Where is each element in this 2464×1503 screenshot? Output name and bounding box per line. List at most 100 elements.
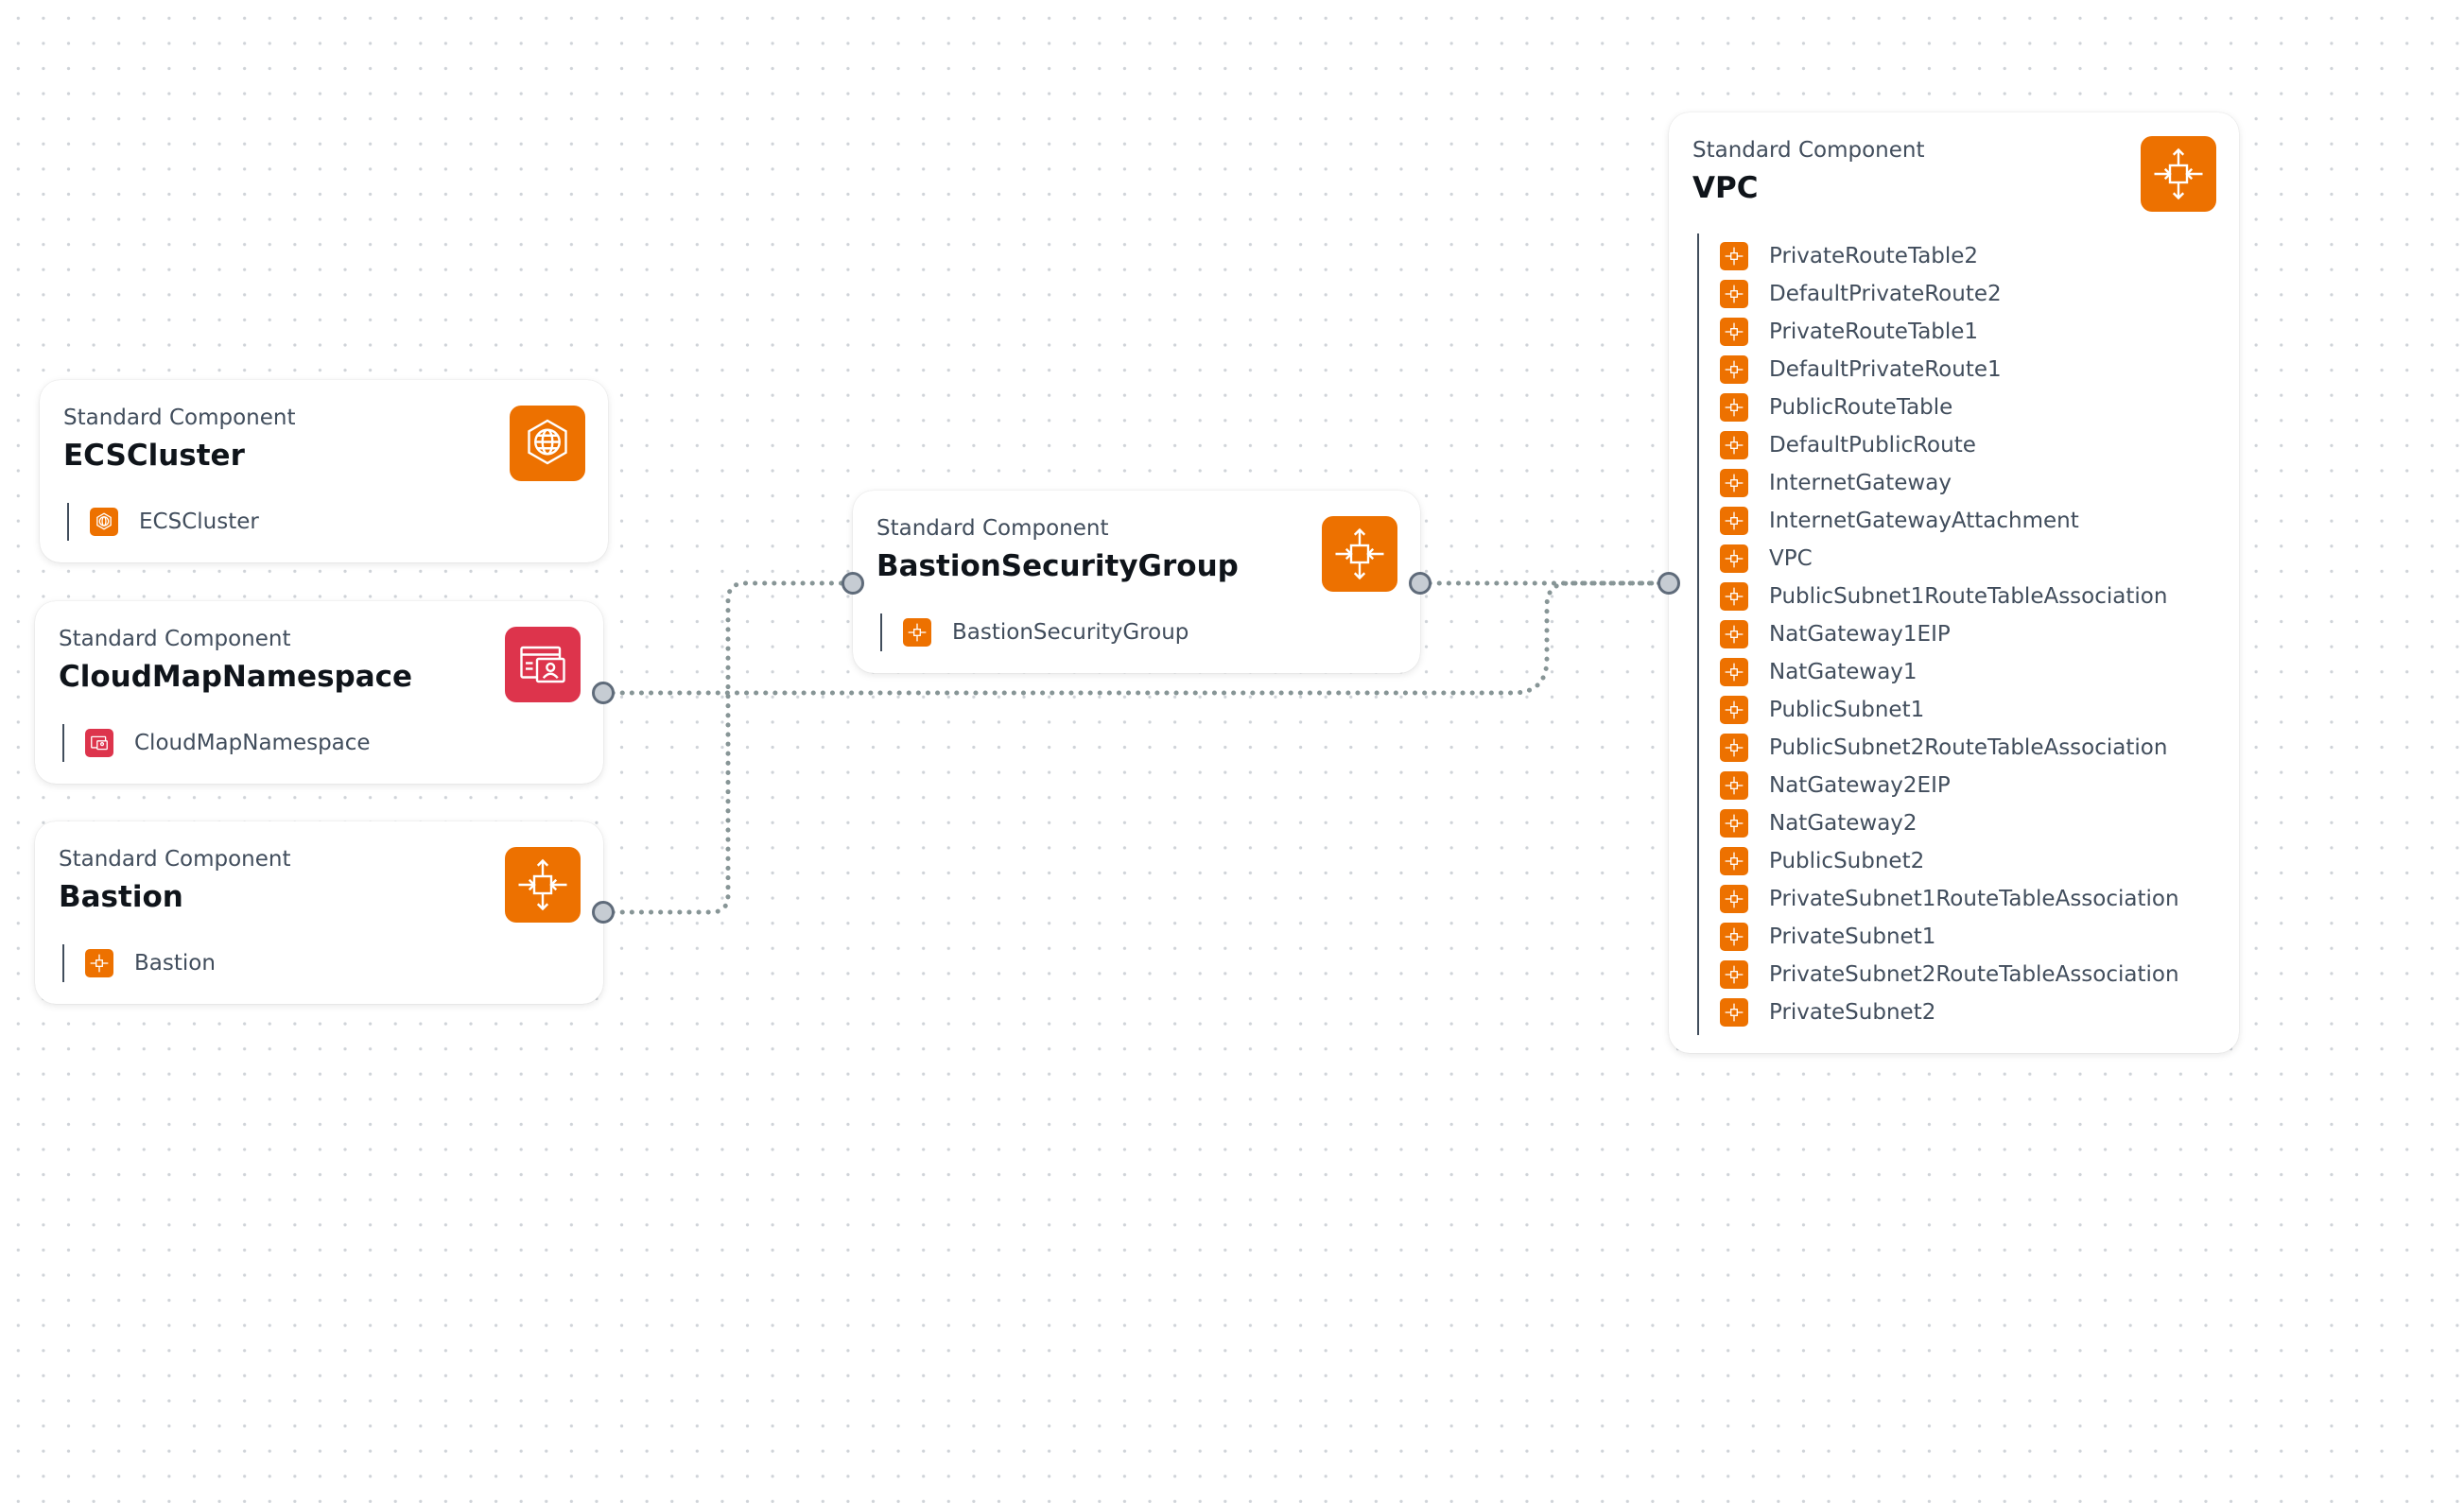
list-item[interactable]: ECSCluster — [90, 503, 259, 541]
list-item[interactable]: DefaultPrivateRoute2 — [1720, 275, 2179, 313]
ec2-chip-icon — [903, 618, 931, 647]
ec2-chip-icon — [1720, 998, 1748, 1027]
list-item[interactable]: PrivateRouteTable2 — [1720, 237, 2179, 275]
list-item[interactable]: InternetGateway — [1720, 464, 2179, 502]
resource-label: DefaultPublicRoute — [1769, 433, 1976, 458]
node-title: BastionSecurityGroup — [876, 549, 1239, 583]
list-item[interactable]: NatGateway1 — [1720, 653, 2179, 691]
resource-list: ECSCluster — [67, 503, 259, 541]
ec2-chip-icon — [1720, 847, 1748, 875]
ec2-chip-icon — [1720, 885, 1748, 913]
node-kind-label: Standard Component — [59, 847, 291, 872]
resource-label: PublicSubnet1 — [1769, 698, 1925, 722]
ec2-chip-icon — [1720, 620, 1748, 648]
list-item[interactable]: PublicSubnet1 — [1720, 691, 2179, 729]
list-item[interactable]: PrivateSubnet2 — [1720, 993, 2179, 1031]
edge-bastion-to-bastionsecuritygroup — [600, 580, 856, 915]
list-item[interactable]: DefaultPublicRoute — [1720, 426, 2179, 464]
port-bastionsecuritygroup-out[interactable] — [1409, 572, 1432, 595]
ec2-chip-icon — [1720, 280, 1748, 308]
resource-label: InternetGatewayAttachment — [1769, 509, 2079, 533]
resource-label: NatGateway2 — [1769, 811, 1917, 836]
port-cloudmapnamespace-out[interactable] — [592, 682, 615, 704]
resource-label: NatGateway1 — [1769, 660, 1917, 684]
resource-list: CloudMapNamespace — [62, 724, 371, 762]
node-ecscluster[interactable]: Standard Component ECSCluster ECSCluster — [40, 380, 608, 562]
resource-label: PublicSubnet2 — [1769, 849, 1925, 873]
list-item[interactable]: CloudMapNamespace — [85, 724, 371, 762]
resource-list: BastionSecurityGroup — [880, 613, 1189, 651]
ec2-chip-icon — [1720, 507, 1748, 535]
node-vpc[interactable]: Standard Component VPC PrivateRouteTable… — [1669, 112, 2239, 1053]
list-item[interactable]: Bastion — [85, 944, 216, 982]
list-item[interactable]: PublicSubnet1RouteTableAssociation — [1720, 578, 2179, 615]
ec2-chip-icon — [505, 847, 581, 923]
port-bastionsecuritygroup-in[interactable] — [842, 572, 864, 595]
ec2-chip-icon — [1720, 809, 1748, 838]
list-item[interactable]: DefaultPrivateRoute1 — [1720, 351, 2179, 389]
node-kind-label: Standard Component — [63, 406, 296, 430]
list-item[interactable]: PublicRouteTable — [1720, 389, 2179, 426]
node-title: CloudMapNamespace — [59, 660, 413, 694]
ec2-chip-icon — [1322, 516, 1397, 592]
ec2-chip-icon — [1720, 960, 1748, 989]
list-item[interactable]: InternetGatewayAttachment — [1720, 502, 2179, 540]
port-bastion-out[interactable] — [592, 901, 615, 924]
resource-label: PublicRouteTable — [1769, 395, 1953, 420]
resource-label: InternetGateway — [1769, 471, 1952, 495]
ecs-cluster-icon — [90, 508, 118, 536]
list-item[interactable]: NatGateway2EIP — [1720, 767, 2179, 804]
resource-label: PublicSubnet1RouteTableAssociation — [1769, 584, 2168, 609]
ecs-cluster-icon — [510, 406, 585, 481]
resource-label: VPC — [1769, 546, 1813, 571]
ec2-chip-icon — [1720, 696, 1748, 724]
node-kind-label: Standard Component — [59, 627, 291, 651]
resource-label: CloudMapNamespace — [134, 731, 371, 755]
node-cloudmapnamespace[interactable]: Standard Component CloudMapNamespace Clo… — [35, 601, 603, 784]
resource-label: NatGateway2EIP — [1769, 773, 1951, 798]
ec2-chip-icon — [1720, 431, 1748, 459]
node-title: ECSCluster — [63, 439, 245, 473]
ec2-chip-icon — [1720, 771, 1748, 800]
node-kind-label: Standard Component — [876, 516, 1109, 541]
resource-label: DefaultPrivateRoute1 — [1769, 357, 2002, 382]
ec2-chip-icon — [1720, 318, 1748, 346]
ec2-chip-icon — [1720, 355, 1748, 384]
node-title: Bastion — [59, 880, 183, 914]
node-bastion[interactable]: Standard Component Bastion Bastion — [35, 821, 603, 1004]
node-bastionsecuritygroup[interactable]: Standard Component BastionSecurityGroup … — [853, 491, 1420, 673]
list-item[interactable]: PrivateRouteTable1 — [1720, 313, 2179, 351]
node-kind-label: Standard Component — [1692, 138, 1925, 163]
ec2-chip-icon — [1720, 734, 1748, 762]
resource-label: DefaultPrivateRoute2 — [1769, 282, 2002, 306]
resource-label: PrivateSubnet2 — [1769, 1000, 1936, 1025]
list-item[interactable]: BastionSecurityGroup — [903, 613, 1189, 651]
list-item[interactable]: PrivateSubnet2RouteTableAssociation — [1720, 956, 2179, 993]
list-item[interactable]: NatGateway1EIP — [1720, 615, 2179, 653]
list-item[interactable]: PublicSubnet2RouteTableAssociation — [1720, 729, 2179, 767]
ec2-chip-icon — [1720, 923, 1748, 951]
list-item[interactable]: PrivateSubnet1RouteTableAssociation — [1720, 880, 2179, 918]
list-item[interactable]: VPC — [1720, 540, 2179, 578]
resource-label: ECSCluster — [139, 510, 259, 534]
port-vpc-in[interactable] — [1657, 572, 1680, 595]
ec2-chip-icon — [1720, 658, 1748, 686]
resource-label: Bastion — [134, 951, 216, 976]
ec2-chip-icon — [1720, 393, 1748, 422]
ec2-chip-icon — [1720, 544, 1748, 573]
ec2-chip-icon — [1720, 469, 1748, 497]
ec2-chip-icon — [2141, 136, 2216, 212]
ec2-chip-icon — [1720, 582, 1748, 611]
resource-label: PrivateRouteTable1 — [1769, 320, 1979, 344]
list-item[interactable]: PublicSubnet2 — [1720, 842, 2179, 880]
cloud-map-icon — [85, 729, 113, 757]
resource-label: PrivateSubnet1RouteTableAssociation — [1769, 887, 2179, 911]
ec2-chip-icon — [1720, 242, 1748, 270]
list-item[interactable]: PrivateSubnet1 — [1720, 918, 2179, 956]
resource-label: NatGateway1EIP — [1769, 622, 1951, 647]
resource-label: BastionSecurityGroup — [952, 620, 1189, 645]
ec2-chip-icon — [85, 949, 113, 977]
resource-label: PrivateRouteTable2 — [1769, 244, 1979, 268]
list-item[interactable]: NatGateway2 — [1720, 804, 2179, 842]
